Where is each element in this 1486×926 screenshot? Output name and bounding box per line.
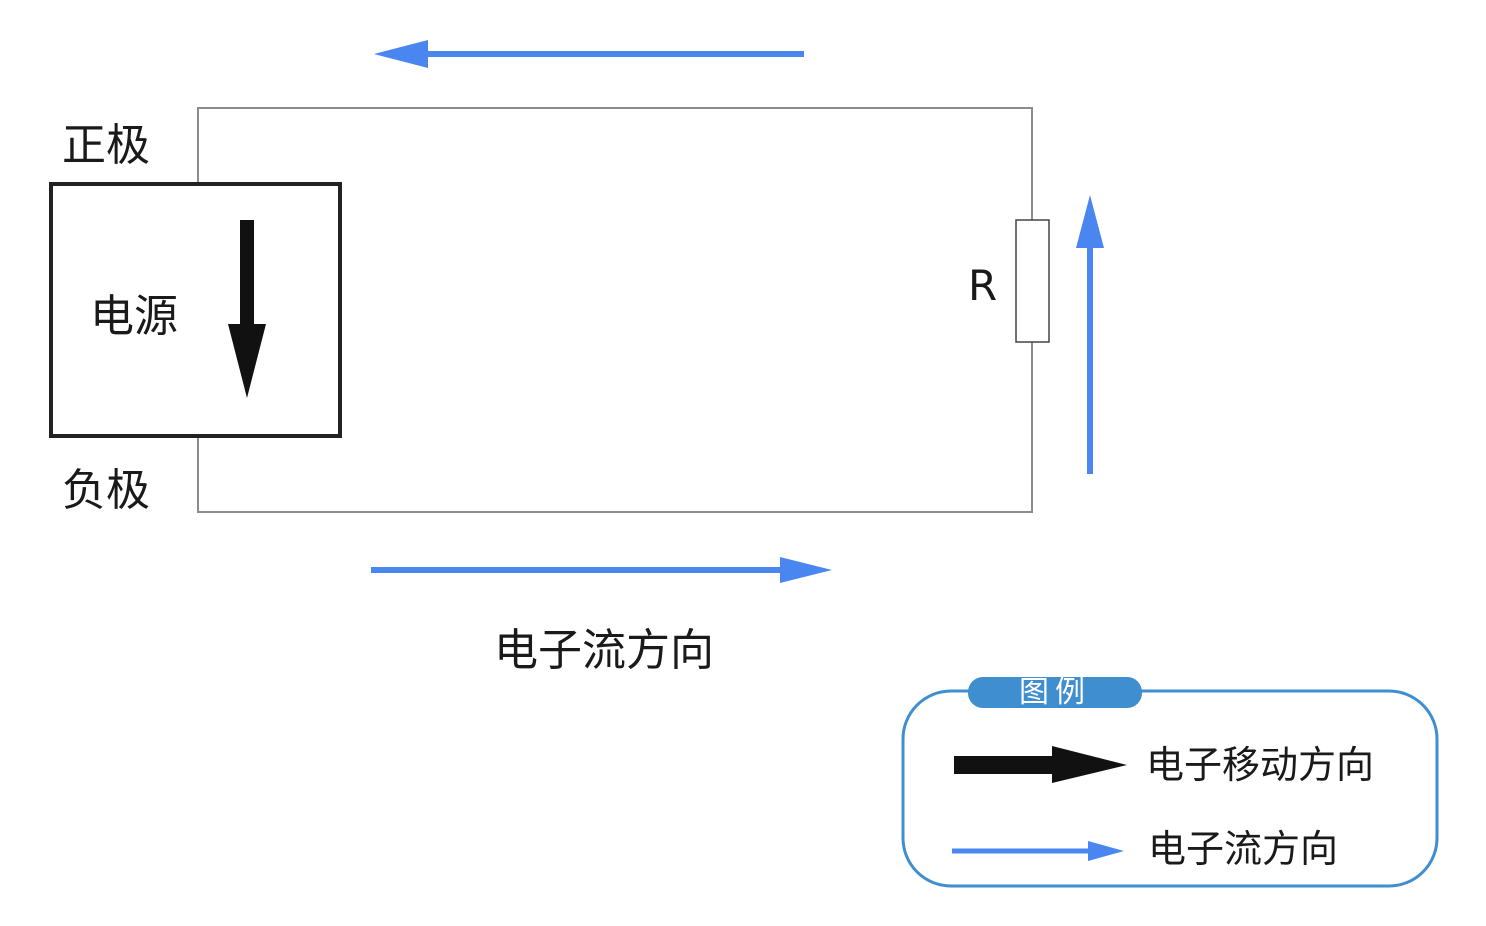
negative-terminal-label: 负极 bbox=[62, 465, 150, 516]
legend: 图例 电子移动方向 电子流方向 bbox=[901, 675, 1439, 888]
legend-item-electron-flow: 电子流方向 bbox=[952, 827, 1338, 871]
power-source-box bbox=[49, 182, 342, 438]
legend-item-label: 电子流方向 bbox=[1148, 827, 1338, 871]
legend-box bbox=[901, 689, 1439, 888]
flow-arrow-top-left bbox=[374, 40, 804, 68]
resistor-label: R bbox=[968, 261, 997, 310]
positive-terminal-label: 正极 bbox=[62, 120, 150, 171]
flow-arrow-right-up bbox=[1076, 195, 1104, 474]
legend-item-electron-movement: 电子移动方向 bbox=[954, 743, 1374, 787]
wire-top bbox=[197, 107, 1033, 220]
thin-blue-arrow-icon bbox=[952, 841, 1124, 861]
resistor bbox=[1015, 219, 1050, 343]
legend-title: 图例 bbox=[1019, 675, 1091, 710]
electron-movement-arrow-down bbox=[228, 220, 266, 398]
power-source-label: 电源 bbox=[90, 291, 178, 342]
flow-caption: 电子流方向 bbox=[494, 625, 714, 676]
legend-title-badge bbox=[968, 677, 1142, 708]
thick-black-arrow-icon bbox=[954, 746, 1127, 783]
legend-item-label: 电子移动方向 bbox=[1146, 743, 1374, 787]
wire-bottom bbox=[197, 342, 1033, 513]
flow-arrow-bottom-right bbox=[371, 557, 832, 583]
